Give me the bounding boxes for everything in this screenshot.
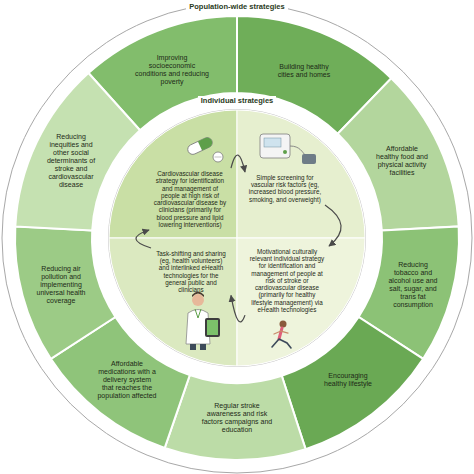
monitor-screen <box>264 138 281 147</box>
strategy-text: Reducing air pollution and implementing … <box>36 265 86 305</box>
outer-ring <box>2 3 472 473</box>
population-strategy: Encouraging healthy lifestyle <box>316 370 380 390</box>
population-strategy: Reducing air pollution and implementing … <box>33 263 89 307</box>
population-strategy: Affordable medications with a delivery s… <box>94 358 160 402</box>
tablet-screen <box>207 320 218 335</box>
runner-legs <box>272 339 291 348</box>
ring-heading: Population-wide strategies <box>186 2 287 11</box>
doctor-illustration <box>186 292 220 351</box>
capsule-body <box>186 136 214 156</box>
cycle-arrow <box>231 295 245 321</box>
strategy-text: Simple screening for vascular risk facto… <box>248 174 322 203</box>
strategy-text: Cardiovascular disease strategy for iden… <box>152 170 228 228</box>
inner-quadrant <box>109 238 237 366</box>
doctor-head <box>192 294 204 306</box>
strategy-text: Encouraging healthy lifestyle <box>319 372 377 388</box>
population-strategy: Affordable healthy food and physical act… <box>373 143 431 179</box>
cycle-arrow <box>136 230 151 248</box>
strategy-text: Building healthy cities and homes <box>271 63 337 79</box>
pills-illustration <box>186 136 223 162</box>
strategy-text: Reducing tobacco and alcohol use and sal… <box>388 261 438 309</box>
monitor-body <box>260 134 290 158</box>
ring-segments <box>15 16 459 460</box>
cycle-arrow <box>231 155 245 172</box>
capsule <box>186 136 214 156</box>
doctor-leg <box>190 344 196 350</box>
strategy-text: Motivational culturally relevant individ… <box>248 248 326 313</box>
inner-circle-edge <box>109 110 366 367</box>
cycle-arrow <box>325 205 341 246</box>
inner-quadrant <box>237 110 365 238</box>
pill-score <box>215 157 222 158</box>
population-strategy: Building healthy cities and homes <box>268 61 340 81</box>
strategy-text: Regular stroke awareness and risk factor… <box>199 402 275 434</box>
individual-strategy: Motivational culturally relevant individ… <box>245 246 329 315</box>
runner-illustration <box>272 321 291 349</box>
tablet <box>205 318 220 337</box>
blood-pressure-monitor <box>260 134 316 164</box>
strategy-ring: Individual strategiesCardiovascular dise… <box>92 93 382 383</box>
strategy-text: Affordable healthy food and physical act… <box>376 145 428 177</box>
runner-arms <box>274 331 288 334</box>
ring-heading: Individual strategies <box>198 96 277 105</box>
population-strategy: Reducing tobacco and alcohol use and sal… <box>385 259 441 311</box>
population-strategy: Improving socioeconomic conditions and r… <box>132 52 212 88</box>
doctor-collar <box>195 309 201 318</box>
ring-segment <box>15 226 115 359</box>
individual-strategy: Simple screening for vascular risk facto… <box>245 172 325 205</box>
capsule-half <box>198 136 214 151</box>
monitor-cuff <box>302 154 316 164</box>
population-strategy: Reducing inequities and other social det… <box>42 131 100 191</box>
population-strategy: Regular stroke awareness and risk factor… <box>196 400 278 436</box>
runner-torso <box>279 328 282 339</box>
individual-strategy: Cardiovascular disease strategy for iden… <box>149 168 231 230</box>
strategy-text: Reducing inequities and other social det… <box>45 133 97 189</box>
strategy-text: Affordable medications with a delivery s… <box>97 360 157 400</box>
strategy-text: Task-shifting and sharing (eg, health vo… <box>154 250 228 293</box>
round-pill <box>213 152 223 162</box>
runner-head <box>280 321 287 328</box>
strategy-text: Improving socioeconomic conditions and r… <box>135 54 209 86</box>
inner-quadrant <box>109 110 237 238</box>
inner-quadrant <box>237 238 365 366</box>
monitor-button <box>283 150 287 154</box>
doctor-leg <box>200 344 206 350</box>
individual-strategy: Task-shifting and sharing (eg, health vo… <box>151 248 231 295</box>
